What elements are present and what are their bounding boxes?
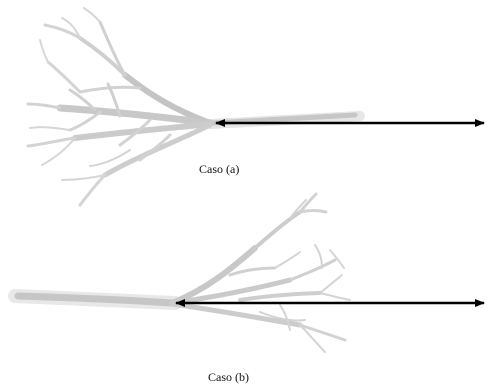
tree-b <box>15 194 350 352</box>
caption-case-a: Caso (a) <box>199 162 239 177</box>
tree-a <box>28 8 360 205</box>
caption-case-b: Caso (b) <box>208 370 249 385</box>
